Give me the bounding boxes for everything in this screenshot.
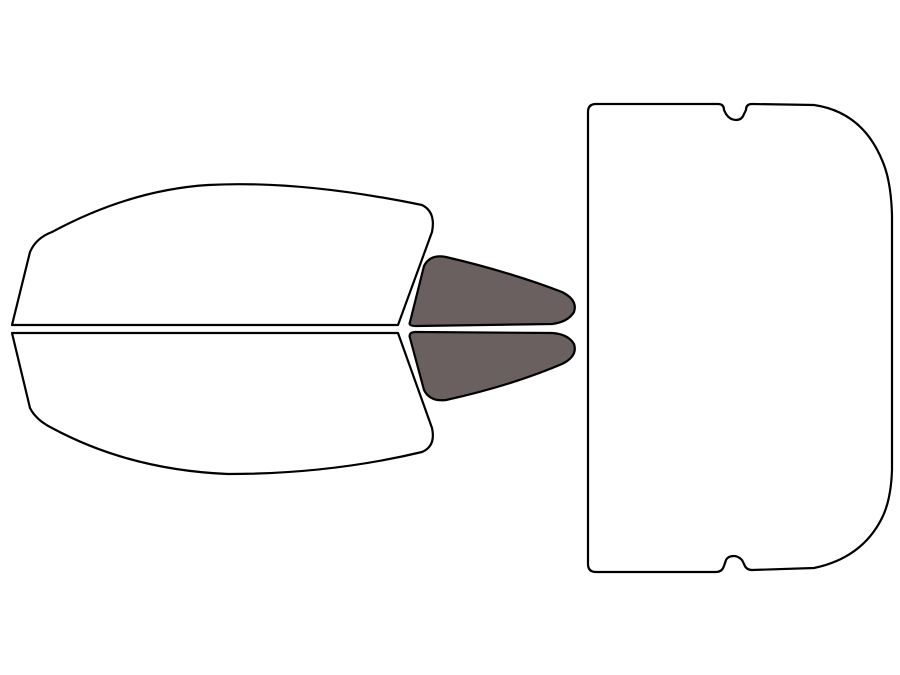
rear-windshield[interactable] — [586, 102, 894, 574]
passenger-front-door-window[interactable] — [10, 331, 434, 476]
passenger-quarter-window[interactable] — [408, 330, 576, 402]
driver-quarter-window[interactable] — [408, 255, 576, 328]
driver-front-door-window[interactable] — [10, 183, 434, 327]
